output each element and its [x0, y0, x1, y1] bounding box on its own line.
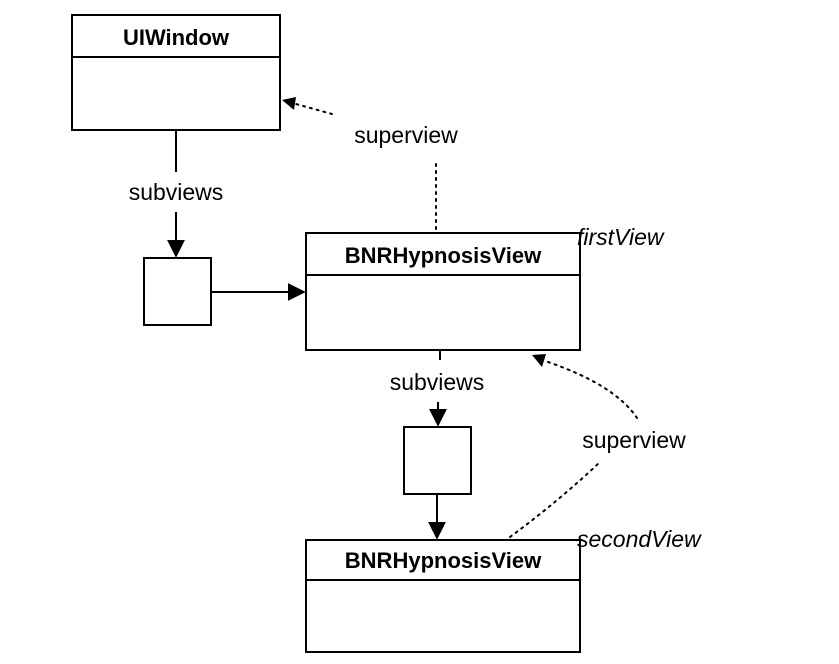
first-subviews-array-box: [403, 426, 472, 495]
second-view-box: BNRHypnosisView: [305, 539, 581, 653]
second-superview-dotted-line-upper: [547, 361, 638, 419]
first-view-title: BNRHypnosisView: [345, 243, 542, 268]
second-superview-label: superview: [582, 427, 686, 453]
window-subviews-label: subviews: [129, 179, 224, 205]
uiwindow-title: UIWindow: [123, 25, 230, 50]
first-subviews-label: subviews: [390, 369, 485, 395]
second-superview-dotted-line-lower: [509, 461, 601, 538]
first-view-instance-label: firstView: [577, 224, 665, 250]
first-superview-arrowhead: [282, 97, 296, 110]
first-superview-label: superview: [354, 122, 458, 148]
second-view-title: BNRHypnosisView: [345, 548, 542, 573]
uiwindow-box: UIWindow: [71, 14, 281, 131]
first-superview-dotted-line-upper: [295, 103, 333, 115]
second-view-instance-label: secondView: [577, 526, 702, 552]
window-subviews-array-box: [143, 257, 212, 326]
second-superview-arrowhead: [532, 354, 546, 367]
first-view-box: BNRHypnosisView: [305, 232, 581, 351]
